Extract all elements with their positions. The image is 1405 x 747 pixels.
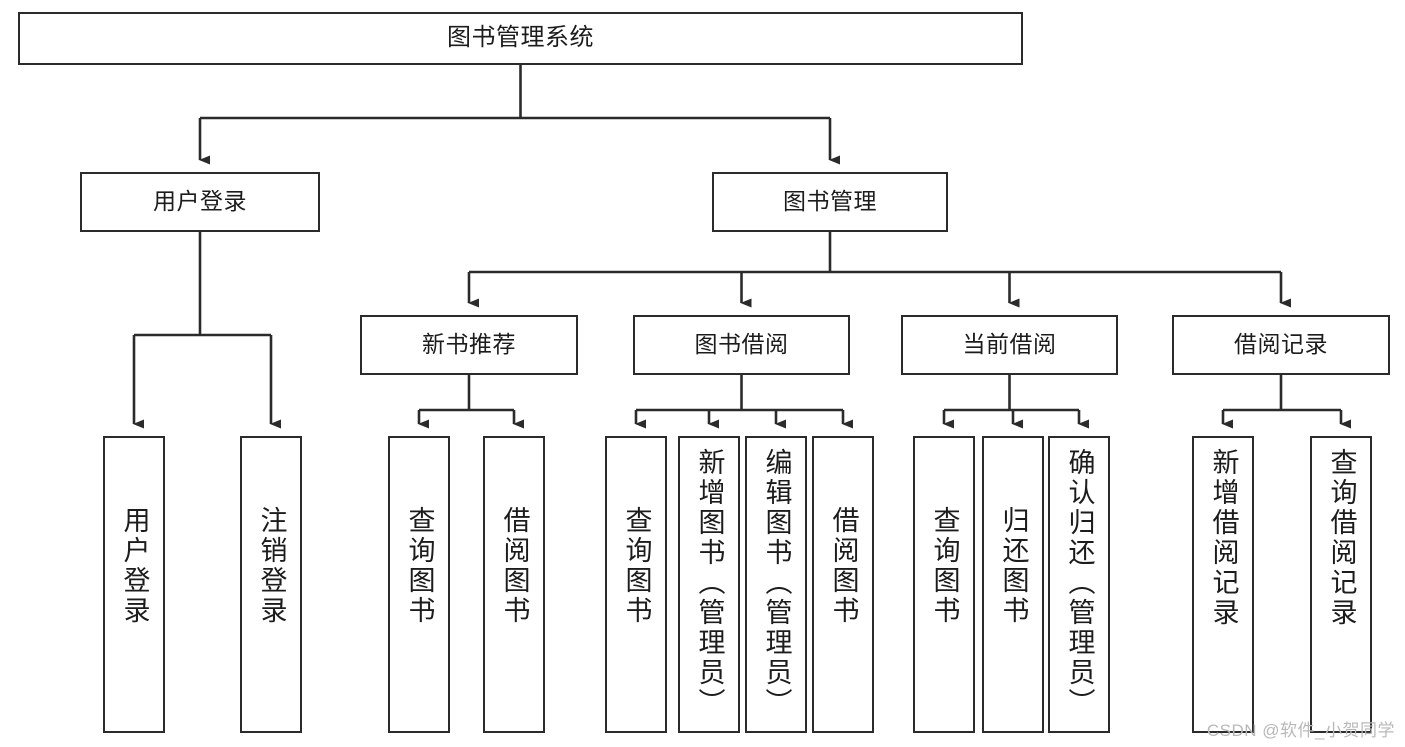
tree-node-11: 编辑图书（管理员） <box>745 436 807 733</box>
tree-node-label: 借阅记录 <box>1234 331 1328 358</box>
tree-node-label: 新增图书（管理员） <box>694 448 725 718</box>
tree-node-2: 用户登录 <box>103 436 165 733</box>
tree-node-4: 图书管理 <box>712 172 948 232</box>
tree-node-label: 当前借阅 <box>962 331 1057 358</box>
tree-node-19: 查询借阅记录 <box>1310 436 1372 733</box>
tree-node-label: 查询图书 <box>404 506 435 626</box>
tree-node-label: 图书管理 <box>783 188 877 215</box>
tree-node-label: 新书推荐 <box>422 331 516 358</box>
tree-node-label: 借阅图书 <box>828 506 859 626</box>
tree-node-12: 借阅图书 <box>812 436 874 733</box>
tree-node-17: 借阅记录 <box>1172 315 1390 375</box>
tree-node-label: 图书借阅 <box>694 331 789 358</box>
tree-node-15: 归还图书 <box>982 436 1044 733</box>
tree-node-8: 图书借阅 <box>633 315 850 375</box>
tree-node-label: 注销登录 <box>256 506 287 626</box>
tree-node-label: 用户登录 <box>153 188 247 215</box>
tree-node-label: 用户登录 <box>119 506 150 626</box>
tree-node-label: 归还图书 <box>998 506 1029 626</box>
tree-node-18: 新增借阅记录 <box>1192 436 1254 733</box>
tree-node-5: 新书推荐 <box>360 315 578 375</box>
tree-node-label: 查询图书 <box>621 506 652 626</box>
tree-node-7: 借阅图书 <box>483 436 545 733</box>
tree-node-3: 注销登录 <box>240 436 302 733</box>
tree-node-0: 图书管理系统 <box>18 12 1023 65</box>
tree-node-1: 用户登录 <box>80 172 320 232</box>
tree-node-6: 查询图书 <box>388 436 450 733</box>
tree-node-16: 确认归还（管理员） <box>1048 436 1110 733</box>
tree-node-13: 当前借阅 <box>901 315 1118 375</box>
tree-node-label: 查询借阅记录 <box>1326 448 1357 628</box>
tree-node-14: 查询图书 <box>913 436 975 733</box>
tree-node-label: 图书管理系统 <box>447 24 594 52</box>
tree-node-9: 查询图书 <box>605 436 667 733</box>
csdn-watermark: CSDN @软件_小贺同学 <box>1206 721 1395 740</box>
tree-node-label: 新增借阅记录 <box>1208 448 1239 628</box>
tree-node-label: 编辑图书（管理员） <box>761 448 792 718</box>
tree-node-label: 借阅图书 <box>499 506 530 626</box>
tree-node-label: 查询图书 <box>929 506 960 626</box>
tree-node-label: 确认归还（管理员） <box>1064 448 1095 718</box>
tree-node-10: 新增图书（管理员） <box>678 436 740 733</box>
